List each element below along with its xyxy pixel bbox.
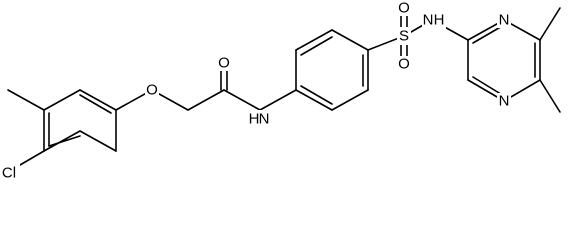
- bond: [79, 130, 117, 152]
- bond: [295, 29, 333, 51]
- atom-text: H: [434, 12, 445, 29]
- atom-text: N: [423, 12, 434, 29]
- atom-text: O: [146, 82, 158, 99]
- bond: [300, 85, 333, 105]
- atom-text: N: [499, 93, 510, 110]
- atom-text: S: [399, 28, 409, 45]
- bond: [223, 89, 261, 111]
- atom-text: Cl: [2, 165, 16, 182]
- chemical-structure: Cl O O H N S O O N H: [0, 0, 561, 182]
- atom-label-ether-oxygen: O: [145, 82, 159, 99]
- bond: [300, 36, 333, 56]
- bond: [331, 29, 369, 51]
- bond: [539, 79, 561, 113]
- atom-labels: Cl O O H N S O O N H: [0, 0, 511, 182]
- atom-text: H: [249, 111, 260, 128]
- atom-label-chlorine: Cl: [0, 164, 20, 182]
- atom-label-sulfonyl-oxygen-top: O: [397, 0, 411, 17]
- bond: [79, 89, 117, 111]
- atom-text: O: [398, 0, 410, 17]
- atom-text: O: [398, 56, 410, 73]
- atom-label-sulfur: S: [397, 27, 411, 45]
- atom-text: N: [259, 111, 270, 128]
- bond: [48, 135, 81, 147]
- bond: [187, 89, 225, 111]
- atom-label-sulfonamide-nitrogen: N H: [422, 11, 446, 29]
- atom-label-carbonyl-oxygen: O: [217, 55, 231, 72]
- bond: [472, 76, 505, 97]
- bond: [43, 89, 81, 111]
- bond: [539, 7, 561, 41]
- atom-label-sulfonyl-oxygen-bottom: O: [397, 56, 411, 73]
- bond: [79, 94, 112, 114]
- atom-text: N: [499, 12, 510, 29]
- atom-label-amide-nitrogen: H N: [245, 110, 269, 128]
- bond: [331, 89, 369, 111]
- bond: [7, 89, 45, 111]
- atom-label-pyrimidine-nitrogen-bottom: N: [497, 93, 511, 110]
- bonds: [7, 6, 561, 173]
- atom-text: O: [218, 55, 230, 72]
- atom-label-pyrimidine-nitrogen-top: N: [497, 12, 511, 29]
- bond: [295, 89, 333, 111]
- bond: [259, 89, 297, 111]
